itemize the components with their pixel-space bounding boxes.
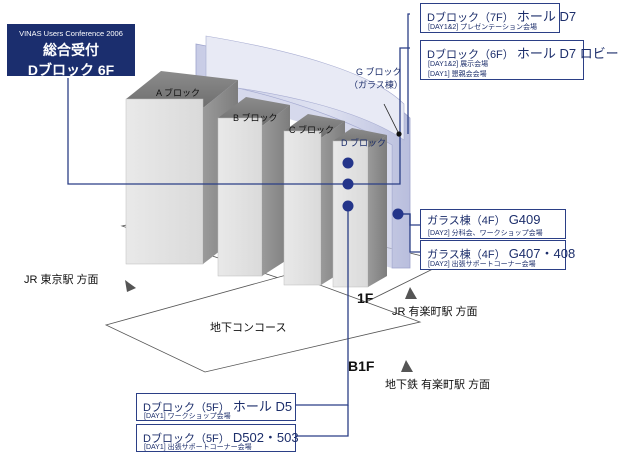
venue-hall-d5-note: [DAY1] ワークショップ会場 — [144, 413, 231, 420]
venue-d502-name: D502・503 — [232, 430, 299, 445]
label-block-g-sub: （ガラス棟） — [349, 80, 403, 90]
label-block-c: C ブロック — [289, 125, 335, 135]
venue-g409-name: G409 — [508, 212, 541, 227]
venue-d7-lobby-note-2: [DAY1] 懇親会会場 — [428, 71, 487, 78]
venue-d502-503: Dブロック（5F） D502・503 [DAY1] 出張サポートコーナー会場 — [136, 424, 299, 452]
venue-hall-d7-head: Dブロック（7F） — [427, 12, 514, 24]
building-d — [332, 128, 387, 288]
reception-location: Dブロック 6F — [27, 62, 115, 78]
leader-d502 — [294, 405, 349, 437]
venue-g407-408: ガラス棟（4F） G407・408 [DAY2] 出張サポートコーナー会場 — [420, 240, 575, 270]
label-block-b: B ブロック — [233, 113, 278, 123]
venue-g407-name: G407・408 — [508, 246, 576, 261]
venue-hall-d5-head: Dブロック（5F） — [143, 402, 230, 414]
arrow-jr-tokyo — [125, 280, 136, 292]
floor-b1f: B1F — [348, 358, 375, 374]
floor-1f: 1F — [357, 290, 374, 306]
leader-hall-d7 — [407, 13, 410, 134]
label-block-a: A ブロック — [156, 88, 201, 98]
venue-d7-lobby-note-1: [DAY1&2] 展示会場 — [428, 61, 489, 68]
venue-hall-d7-name: ホール D7 — [516, 9, 577, 24]
venue-g407-head: ガラス棟（4F） — [427, 249, 506, 261]
venue-g409-head: ガラス棟（4F） — [427, 215, 506, 227]
label-block-d: D ブロック — [341, 138, 387, 148]
ground-plate-b1f — [104, 273, 422, 373]
leader-reception — [67, 47, 410, 185]
reception-panel: VINAS Users Conference 2006 総合受付 Dブロック 6… — [7, 24, 135, 78]
label-metro-yurakucho: 地下鉄 有楽町駅 方面 — [385, 379, 491, 391]
arrow-metro-yurakucho — [401, 360, 413, 372]
venue-g409: ガラス棟（4F） G409 [DAY2] 分科会、ワークショップ会場 — [420, 209, 566, 239]
venue-d7-lobby-head: Dブロック（6F） — [427, 49, 514, 61]
venue-hall-d5-name: ホール D5 — [232, 399, 293, 414]
venue-g407-note: [DAY2] 出張サポートコーナー会場 — [428, 261, 536, 268]
marker-d7-lobby — [342, 157, 354, 169]
venue-d502-head: Dブロック（5F） — [143, 433, 230, 445]
conference-name: VINAS Users Conference 2006 — [19, 29, 123, 38]
marker-d6 — [342, 178, 354, 190]
venue-hall-d7: Dブロック（7F） ホール D7 [DAY1&2] プレゼンテーション会場 — [420, 3, 576, 33]
marker-g4 — [392, 208, 404, 220]
marker-glass — [396, 131, 402, 137]
venue-g409-note: [DAY2] 分科会、ワークショップ会場 — [428, 230, 543, 237]
reception-title: 総合受付 — [43, 42, 99, 58]
label-jr-tokyo: JR 東京駅 方面 — [24, 274, 99, 286]
label-jr-yurakucho: JR 有楽町駅 方面 — [392, 306, 478, 318]
pointer-glass — [383, 103, 399, 133]
venue-hall-d7-lobby: Dブロック（6F） ホール D7 ロビー [DAY1&2] 展示会場 [DAY1… — [420, 40, 619, 80]
venue-hall-d7-note: [DAY1&2] プレゼンテーション会場 — [428, 24, 538, 31]
leader-g407 — [398, 213, 420, 253]
venue-d7-lobby-name: ホール D7 ロビー — [516, 46, 619, 61]
label-block-g: G ブロック — [356, 67, 402, 77]
label-concourse: 地下コンコース — [210, 322, 287, 334]
venue-hall-d5: Dブロック（5F） ホール D5 [DAY1] ワークショップ会場 — [136, 393, 296, 421]
marker-d5 — [342, 200, 354, 212]
venue-map — [67, 13, 449, 437]
arrow-jr-yurakucho — [405, 287, 417, 299]
venue-d502-note: [DAY1] 出張サポートコーナー会場 — [144, 444, 252, 451]
building-b — [217, 97, 290, 277]
